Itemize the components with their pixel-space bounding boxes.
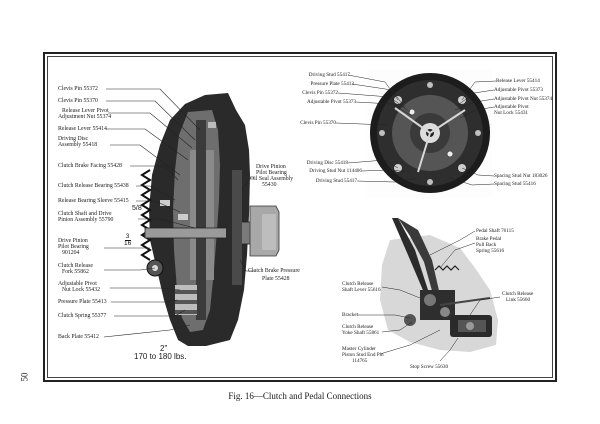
left-leader-lines xyxy=(103,88,254,338)
figure-caption: Fig. 16—Clutch and Pedal Connections xyxy=(228,391,372,401)
label-release-lever: Release Lever 55414 xyxy=(58,126,107,132)
dimension-denominator: 16 xyxy=(124,240,132,247)
label-clevis-pin-55372: Clevis Pin 55372 xyxy=(58,86,98,92)
label-tr-clevis-pin-55370: Clevis Pin 55370 xyxy=(300,120,336,126)
label-tr-driving-stud: Driving Stud 55417 xyxy=(308,72,350,78)
label-br-master-cylinder-1: Master Cylinder xyxy=(342,346,376,352)
label-tr-pressure-plate: Pressure Plate 55413 xyxy=(310,81,354,87)
label-release-bearing-sleeve: Release Bearing Sleeve 55415 xyxy=(58,198,129,204)
clutch-cross-section-drawing xyxy=(140,93,280,346)
label-pilot-bearing-center: Pilot Bearing xyxy=(256,170,287,176)
label-br-clutch-release-shaft-2: Shaft Lever 55616 xyxy=(342,287,381,293)
fraction-bar xyxy=(124,240,131,241)
label-clutch-brake-facing: Clutch Brake Facing 55428 xyxy=(58,163,122,169)
figure-frame-inner xyxy=(47,56,553,378)
label-fork: Fork 55862 xyxy=(62,269,89,275)
label-drive-pinion: Drive Pinion xyxy=(58,238,88,244)
label-tr-adjustable-pivot-nut: Adjustable Pivot Nut 55374 xyxy=(494,96,553,102)
label-br-clutch-release-link-2: Link 55660 xyxy=(506,297,531,303)
label-br-clutch-release-yoke-1: Clutch Release xyxy=(342,324,374,330)
label-tr-spacing-stud: Spacing Stud 55416 xyxy=(494,181,536,187)
label-tr-adjustable-pivot-r: Adjustable Pivot 55373 xyxy=(494,87,543,93)
label-clutch-brake-pressure: Clutch Brake Pressure xyxy=(248,268,300,274)
dimension-five-eighths: 5/8 xyxy=(132,205,142,212)
label-clutch-spring: Clutch Spring 55377 xyxy=(58,313,107,319)
label-pressure-plate: Pressure Plate 55413 xyxy=(58,299,107,305)
dimension-two-inch: 2" xyxy=(160,344,168,353)
label-br-clutch-release-link-1: Clutch Release xyxy=(502,291,534,297)
label-clutch-release: Clutch Release xyxy=(58,263,93,269)
pedal-linkage-photo xyxy=(380,218,498,352)
label-adjustable-pivot: Adjustable Pivot xyxy=(58,281,97,287)
label-back-plate: Back Plate 55412 xyxy=(58,334,99,340)
label-pilot-bearing: Pilot Bearing xyxy=(58,244,89,250)
label-br-clutch-release-shaft-1: Clutch Release xyxy=(342,281,374,287)
label-tr-clevis-pin-55372: Clevis Pin 55372 xyxy=(302,90,338,96)
label-clevis-pin-55370: Clevis Pin 55370 xyxy=(58,98,98,104)
dimension-spring-pressure: 170 to 180 lbs. xyxy=(134,352,187,361)
label-br-master-cylinder-2: Piston Stud End Pin xyxy=(342,352,384,358)
label-oil-seal-assembly: Oil Seal Assembly xyxy=(250,176,294,182)
label-br-clutch-release-yoke-2: Yoke Shaft 55861 xyxy=(342,330,380,336)
label-tr-adjustable-pivot: Adjustable Pivot 55373 xyxy=(307,99,356,105)
label-tr-driving-disc: Driving Disc 55418 xyxy=(306,160,348,166)
label-oil-seal-number: 55430 xyxy=(262,182,277,188)
label-tr-driving-stud-nut: Driving Stud Nut 114406 xyxy=(309,168,362,174)
label-tr-release-lever: Release Lever 55414 xyxy=(496,78,540,84)
label-driving-disc-assembly: Assembly 55418 xyxy=(58,142,98,148)
label-pressure-plate-number: Plate 55428 xyxy=(262,276,290,282)
figure-frame-outer xyxy=(43,52,557,382)
label-tr-spacing-stud-nut: Spacing Stud Nut 183026 xyxy=(494,173,548,179)
label-tr-adjustable-pivot-nut-lock-2: Nut Lock 55431 xyxy=(494,110,529,116)
clutch-face-photo xyxy=(367,70,492,198)
label-clutch-release-bearing: Clutch Release Bearing 55438 xyxy=(58,183,129,189)
label-br-stop-screw: Stop Screw 55630 xyxy=(410,364,449,370)
label-adjustment-nut: Adjustment Nut 55374 xyxy=(58,114,112,120)
bottom-right-leader-lines xyxy=(358,230,501,362)
label-tr-driving-stud-bottom: Driving Stud 55417 xyxy=(315,178,357,184)
label-driving-disc: Driving Disc xyxy=(58,136,89,142)
label-br-bracket: Bracket xyxy=(342,312,359,318)
label-br-spring: Spring 55616 xyxy=(476,248,505,254)
label-tr-adjustable-pivot-nut-lock-1: Adjustable Pivot xyxy=(494,104,529,110)
label-br-pull-back: Pull Back xyxy=(476,242,497,248)
label-pilot-bearing-number: 901204 xyxy=(62,250,80,256)
label-drive-pinion-center: Drive Pinion xyxy=(256,164,286,170)
label-clutch-shaft-drive: Clutch Shaft and Drive xyxy=(58,211,112,217)
dimension-numerator: 3 xyxy=(125,233,130,240)
label-br-master-cylinder-3: 114765 xyxy=(352,358,368,364)
label-br-brake-pedal: Brake Pedal xyxy=(476,236,502,242)
label-release-lever-pivot: Release Lever Pivot xyxy=(62,108,109,114)
dimension-three-sixteenths: 3 16 xyxy=(124,233,132,247)
page-number: 50 xyxy=(19,372,30,382)
label-pinion-assembly: Pinion Assembly 55790 xyxy=(58,217,114,223)
label-nut-lock: Nut Lock 55432 xyxy=(62,287,100,293)
label-br-pedal-shaft: Pedal Shaft 76115 xyxy=(476,228,514,234)
top-right-leader-lines xyxy=(335,74,497,186)
